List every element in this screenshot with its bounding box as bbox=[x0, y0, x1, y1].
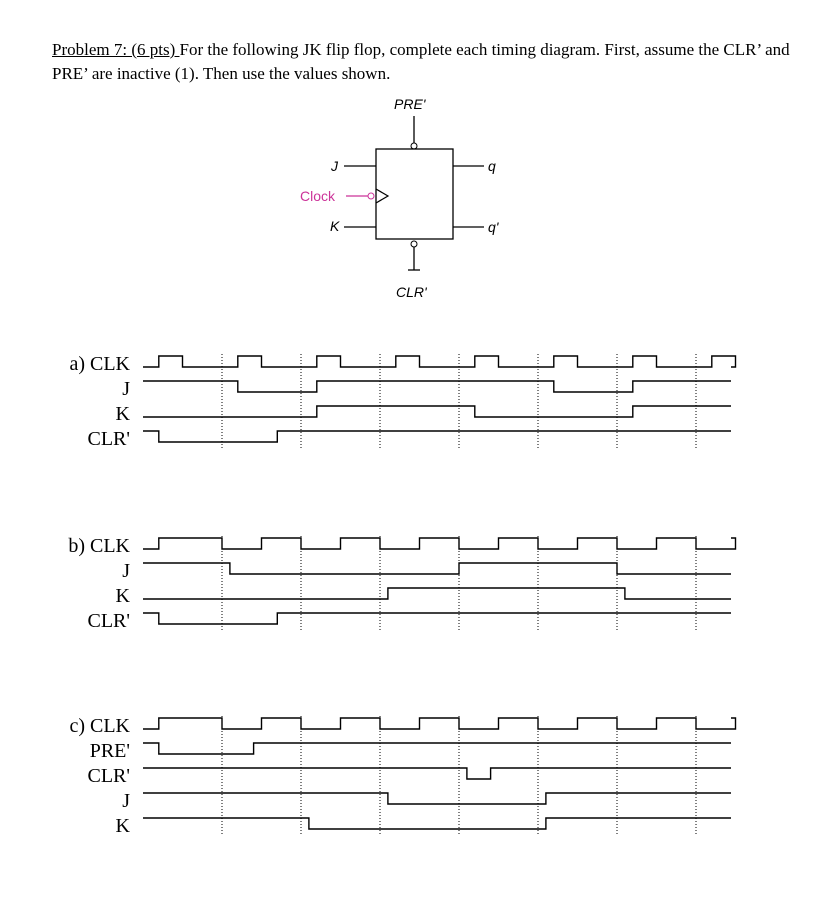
pre-bubble bbox=[410, 142, 418, 150]
signal-label-b-2: K bbox=[116, 585, 131, 607]
qbar-label: q' bbox=[488, 219, 500, 235]
problem-statement: Problem 7: (6 pts) For the following JK … bbox=[52, 38, 792, 86]
waveform-b-2 bbox=[143, 587, 731, 600]
signal-label-b-3: CLR' bbox=[88, 610, 131, 632]
waveform-a-2 bbox=[143, 405, 731, 418]
timing-diagram-b: b) CLK JK CLR' bbox=[68, 535, 737, 632]
timing-diagram-a: a) CLK JK CLR' bbox=[69, 353, 737, 450]
q-label: q bbox=[488, 158, 496, 174]
waveform-a-3 bbox=[143, 430, 731, 443]
clock-label: Clock bbox=[300, 188, 336, 204]
waveform-b-1 bbox=[143, 562, 731, 575]
clr-bubble bbox=[410, 240, 418, 248]
signal-label-b-1: J bbox=[122, 560, 130, 582]
problem-text: For the following JK flip flop, complete… bbox=[52, 40, 790, 83]
clock-bubble bbox=[367, 192, 375, 200]
waveform-a-0 bbox=[143, 355, 737, 368]
signal-label-c-4: K bbox=[116, 815, 131, 837]
pre-label: PRE' bbox=[394, 96, 427, 112]
signal-label-a-0: a) CLK bbox=[69, 353, 130, 375]
signal-label-a-1: J bbox=[122, 378, 130, 400]
waveform-a-1 bbox=[143, 380, 731, 393]
k-label: K bbox=[330, 218, 340, 234]
signal-label-c-2: CLR' bbox=[88, 765, 131, 787]
waveform-b-3 bbox=[143, 612, 731, 625]
waveform-c-4 bbox=[143, 817, 731, 830]
timing-diagram-c: c) CLK PRE' CLR' JK bbox=[69, 715, 737, 837]
waveform-c-0 bbox=[143, 717, 737, 730]
clock-triangle bbox=[375, 188, 390, 204]
signal-label-c-1: PRE' bbox=[90, 740, 130, 762]
clr-label: CLR' bbox=[396, 284, 428, 300]
signal-label-a-2: K bbox=[116, 403, 131, 425]
problem-heading: Problem 7: (6 pts) bbox=[52, 40, 180, 59]
flipflop-symbol: PRE' CLR' J Clock K q q' bbox=[300, 96, 500, 300]
signal-label-c-0: c) CLK bbox=[69, 715, 130, 737]
signal-label-c-3: J bbox=[122, 790, 130, 812]
j-label: J bbox=[330, 158, 339, 174]
waveform-b-0 bbox=[143, 537, 737, 550]
waveform-c-2 bbox=[143, 767, 731, 780]
flipflop-box bbox=[375, 148, 454, 240]
waveform-c-1 bbox=[143, 742, 731, 755]
signal-label-b-0: b) CLK bbox=[68, 535, 130, 557]
waveform-c-3 bbox=[143, 792, 731, 805]
signal-label-a-3: CLR' bbox=[88, 428, 131, 450]
